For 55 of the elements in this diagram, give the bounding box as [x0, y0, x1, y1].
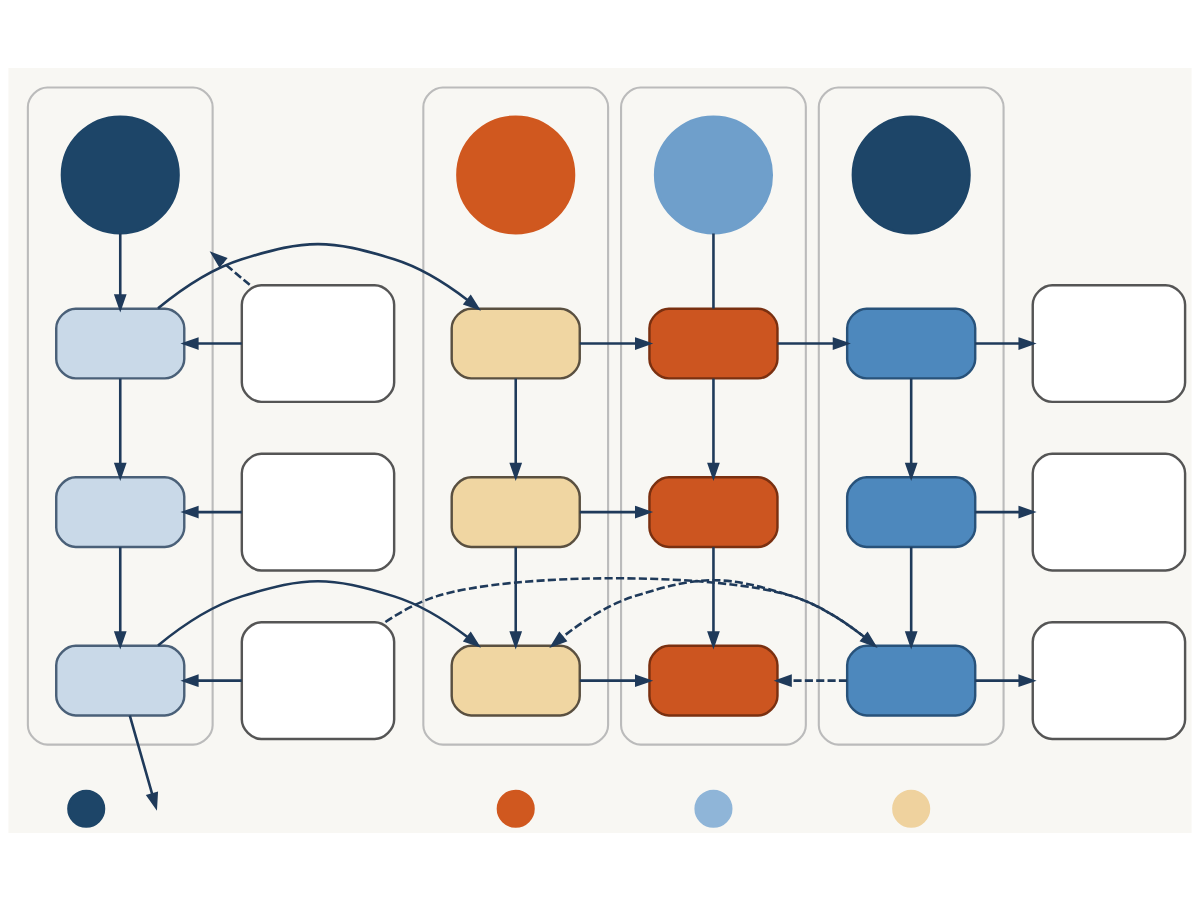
arrow — [904, 546, 918, 650]
arrow — [509, 378, 523, 481]
node-box — [1031, 620, 1187, 740]
arrow — [180, 673, 242, 687]
cluster — [817, 85, 1005, 746]
node-box — [1031, 283, 1187, 403]
node-box — [845, 475, 977, 548]
arrow — [707, 546, 720, 650]
cluster — [620, 85, 807, 746]
arrow — [707, 378, 720, 481]
arrow — [579, 336, 654, 350]
node-circle — [496, 789, 535, 828]
node-circle — [851, 114, 971, 235]
connector — [712, 233, 715, 309]
node-circle — [892, 789, 931, 828]
node-circle — [694, 789, 733, 828]
arrow — [157, 579, 481, 648]
node-box — [55, 644, 186, 717]
node-box — [648, 306, 779, 380]
arrow — [579, 673, 654, 687]
node-box — [240, 283, 396, 403]
arrow — [157, 242, 481, 311]
node-box — [240, 620, 396, 740]
node-circle — [653, 114, 773, 235]
node-box — [648, 644, 779, 717]
arrow — [509, 546, 523, 650]
node-box — [240, 452, 396, 572]
cluster — [26, 85, 214, 746]
arrow — [180, 505, 242, 518]
node-box — [55, 475, 186, 548]
node-box — [55, 306, 186, 380]
arrow — [209, 250, 251, 286]
node-box — [648, 475, 779, 548]
arrow — [773, 673, 847, 687]
node-circle — [60, 114, 180, 235]
arrow — [975, 673, 1037, 687]
arrow — [904, 378, 918, 481]
node-box — [450, 475, 581, 548]
node-box — [450, 644, 581, 717]
node-box — [845, 644, 977, 717]
cluster — [422, 85, 610, 746]
node-circle — [456, 114, 576, 235]
node-box — [1031, 452, 1187, 572]
arrow — [777, 336, 851, 350]
node-circle — [67, 789, 106, 828]
arrow — [975, 336, 1037, 350]
arrow — [113, 546, 127, 650]
arrow — [113, 233, 127, 312]
arrow — [113, 378, 127, 481]
arrow — [975, 505, 1037, 518]
node-box — [845, 306, 977, 380]
arrow — [180, 336, 242, 350]
arrow — [128, 714, 159, 811]
node-box — [450, 306, 581, 380]
arrow — [579, 505, 654, 518]
